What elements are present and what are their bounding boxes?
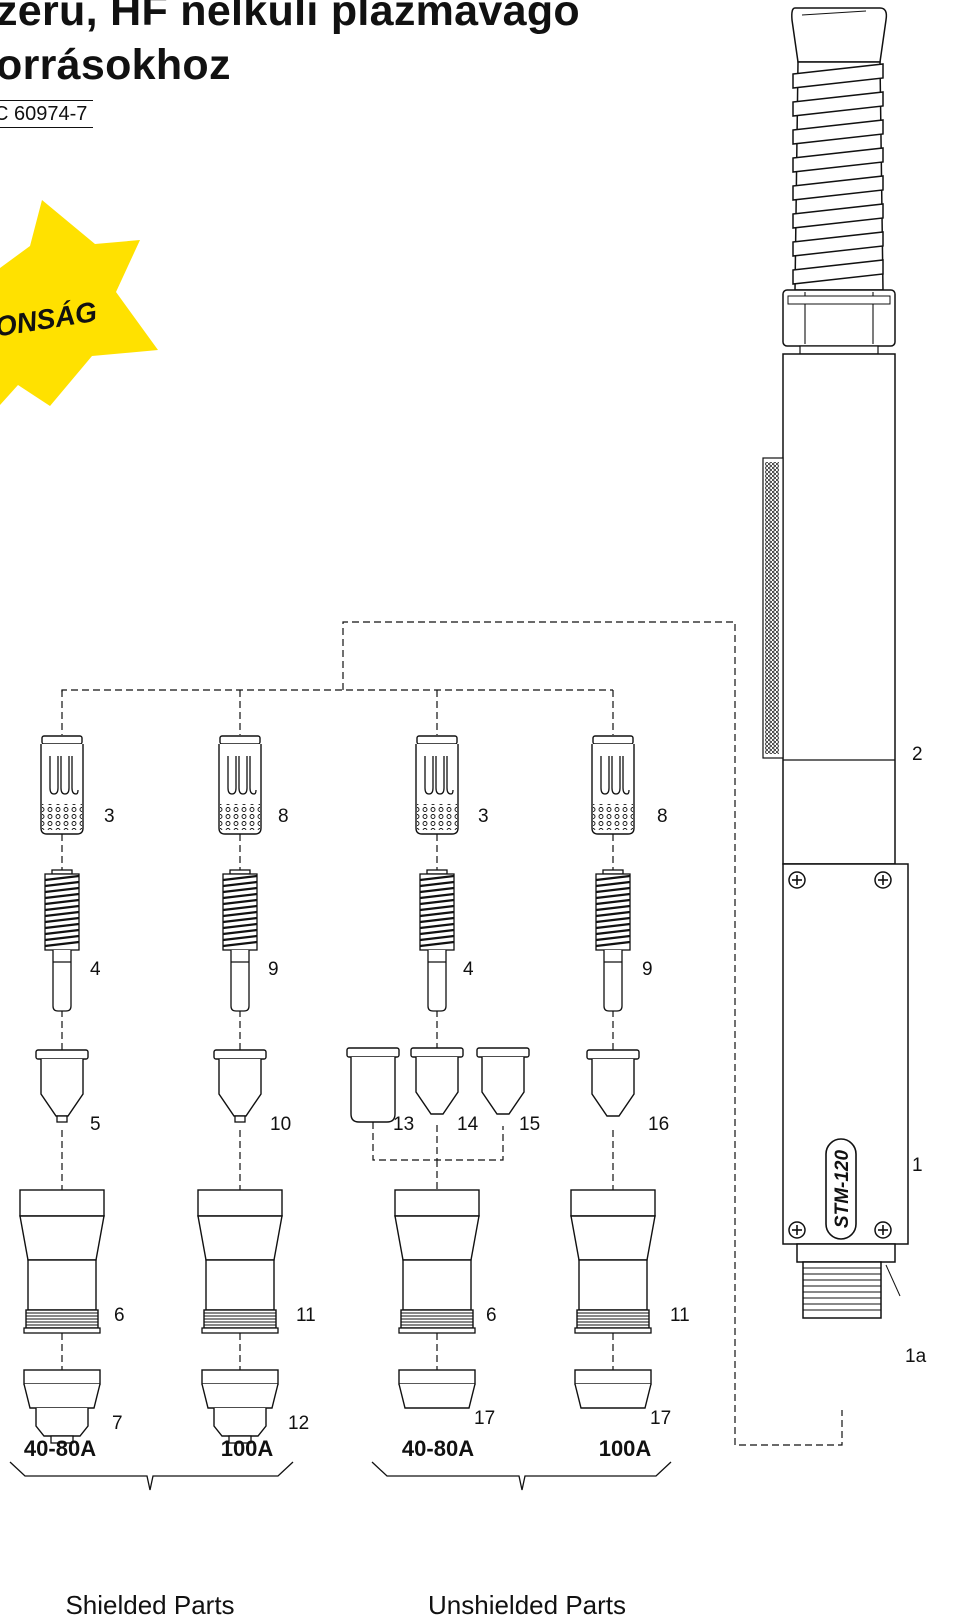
- part-label: 17: [474, 1408, 495, 1429]
- title-line-1: zeru, HF nelkuli plazmavago: [0, 0, 580, 35]
- part-label: 3: [104, 806, 115, 827]
- part-label: 11: [670, 1305, 690, 1326]
- part-label: 8: [278, 806, 289, 827]
- part-label: 9: [268, 959, 279, 980]
- amperage-label: 40-80A: [402, 1436, 474, 1461]
- part-label: 1a: [905, 1346, 927, 1367]
- title-line-2: orrásokhoz: [0, 41, 231, 89]
- safety-badge-shape: [0, 200, 158, 406]
- part-label: 9: [642, 959, 653, 980]
- part-label: 13: [393, 1114, 414, 1135]
- part-label: 6: [486, 1305, 497, 1326]
- torch-model-label: STM-120: [832, 1150, 853, 1229]
- standard-reference: C 60974-7: [0, 100, 94, 128]
- part-label: 8: [657, 806, 668, 827]
- shielded-parts-label: Shielded Parts: [65, 1590, 234, 1620]
- screw-icon: [788, 1221, 806, 1239]
- model-badge: [825, 1138, 857, 1240]
- screw-icon: [874, 871, 892, 889]
- part-label: 4: [90, 959, 101, 980]
- part-label: 4: [463, 959, 474, 980]
- part-label: 2: [912, 744, 923, 765]
- unshielded-bracket: [371, 1461, 672, 1491]
- part-label: 14: [457, 1114, 479, 1135]
- page-title: zeru, HF nelkuli plazmavago orrásokhoz: [0, 0, 580, 92]
- connection-lines: [61, 621, 843, 1446]
- unshielded-parts-label: Unshielded Parts: [428, 1590, 626, 1620]
- part-label: 15: [519, 1114, 540, 1135]
- part-label: 11: [296, 1305, 316, 1326]
- part-label: 10: [270, 1114, 291, 1135]
- part-label: 3: [478, 806, 489, 827]
- shielded-bracket: [9, 1461, 294, 1491]
- part-label: 12: [288, 1413, 309, 1434]
- part-label: 16: [648, 1114, 669, 1135]
- part-label: 5: [90, 1114, 101, 1135]
- part-label: 1: [912, 1155, 923, 1176]
- torch-assembly: [782, 7, 909, 1319]
- screw-icon: [788, 871, 806, 889]
- amperage-label: 100A: [599, 1436, 652, 1461]
- screw-icon: [874, 1221, 892, 1239]
- amperage-label: 100A: [221, 1436, 274, 1461]
- part-label: 17: [650, 1408, 671, 1429]
- amperage-label: 40-80A: [24, 1436, 96, 1461]
- part-label: 6: [114, 1305, 125, 1326]
- part-label: 7: [112, 1413, 123, 1434]
